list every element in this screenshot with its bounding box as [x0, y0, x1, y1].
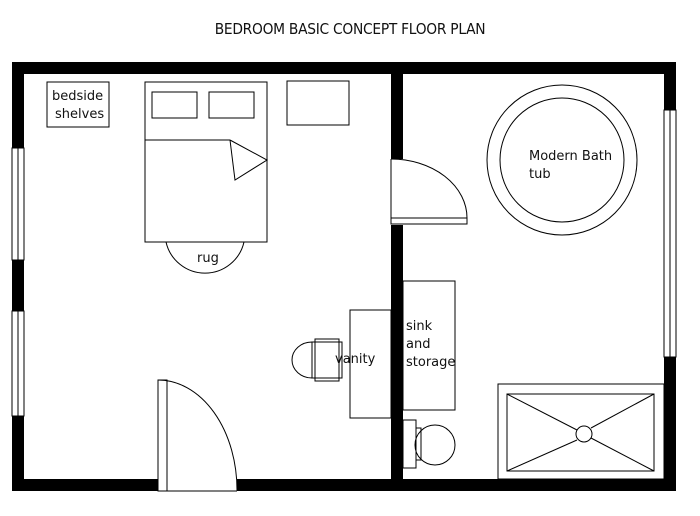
walls — [12, 62, 676, 491]
shower — [497, 383, 665, 480]
tub-label-line1: Modern Bath — [529, 149, 613, 164]
sink-storage-label: sink and storage — [406, 318, 455, 372]
vanity-desk — [349, 309, 392, 419]
plan-title: BEDROOM BASIC CONCEPT FLOOR PLAN — [214, 20, 486, 38]
sink-label-line3: storage — [406, 355, 456, 370]
windows — [11, 109, 677, 417]
bath-tub-label: Modern Bath tub — [529, 148, 612, 184]
sink-label-line2: and — [406, 337, 431, 352]
nightstand — [286, 80, 350, 126]
bathroom-door — [390, 158, 468, 225]
bedside-label-line1: bedside — [52, 89, 104, 104]
window-right — [663, 109, 677, 358]
bedside-label-line2: shelves — [55, 107, 105, 122]
toilet — [402, 419, 456, 469]
sink-storage — [402, 280, 456, 411]
sink-label-line1: sink — [406, 319, 433, 334]
vanity-label: vanity — [335, 352, 376, 367]
bath-tub — [486, 84, 638, 236]
entry-door — [157, 379, 238, 492]
tub-label-line2: tub — [529, 167, 551, 182]
rug-label: rug — [197, 251, 219, 266]
vanity-chair — [291, 338, 343, 382]
bedside-shelves-label: bedside shelves — [52, 88, 104, 124]
rug — [165, 241, 245, 274]
window-left-lower — [11, 310, 25, 417]
window-left-upper — [11, 147, 25, 261]
bedside-shelves — [46, 81, 110, 128]
bed — [144, 81, 268, 243]
